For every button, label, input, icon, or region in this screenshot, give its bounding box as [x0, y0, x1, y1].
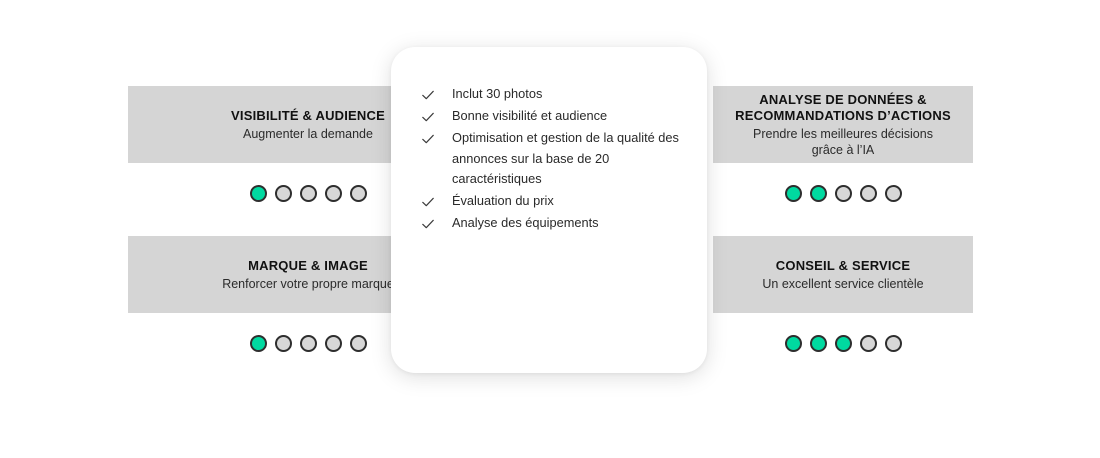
- feature-item: Inclut 30 photos: [421, 84, 685, 105]
- rating-dot-filled[interactable]: [249, 335, 267, 352]
- rating-dot-empty[interactable]: [324, 335, 342, 352]
- card-title: MARQUE & IMAGE: [248, 257, 368, 273]
- rating-dots-visibility[interactable]: [128, 185, 488, 202]
- rating-dot-filled[interactable]: [249, 185, 267, 202]
- rating-dot-empty[interactable]: [884, 335, 902, 352]
- check-icon: [421, 84, 452, 105]
- card-subtitle: Augmenter la demande: [243, 126, 373, 141]
- rating-dot-filled[interactable]: [809, 335, 827, 352]
- rating-dot-empty[interactable]: [274, 185, 292, 202]
- rating-dot-empty[interactable]: [299, 335, 317, 352]
- feature-label: Inclut 30 photos: [452, 86, 543, 101]
- card-header: ANALYSE DE DONNÉES & RECOMMANDATIONS D’A…: [713, 86, 973, 163]
- rating-dot-empty[interactable]: [349, 185, 367, 202]
- feature-card-service[interactable]: CONSEIL & SERVICE Un excellent service c…: [713, 236, 973, 352]
- rating-dot-empty[interactable]: [299, 185, 317, 202]
- rating-dot-filled[interactable]: [834, 335, 852, 352]
- rating-dot-empty[interactable]: [859, 335, 877, 352]
- card-header: CONSEIL & SERVICE Un excellent service c…: [713, 236, 973, 313]
- check-icon: [421, 128, 452, 149]
- rating-dot-empty[interactable]: [349, 335, 367, 352]
- rating-dot-empty[interactable]: [324, 185, 342, 202]
- feature-item: Bonne visibilité et audience: [421, 106, 685, 127]
- rating-dots-analysis[interactable]: [713, 185, 973, 202]
- rating-dots-service[interactable]: [713, 335, 973, 352]
- feature-item: Évaluation du prix: [421, 191, 685, 212]
- rating-dot-filled[interactable]: [784, 185, 802, 202]
- card-subtitle: Un excellent service clientèle: [762, 276, 924, 291]
- card-title: VISIBILITÉ & AUDIENCE: [231, 107, 385, 123]
- rating-dots-brand[interactable]: [128, 335, 488, 352]
- feature-item: Optimisation et gestion de la qualité de…: [421, 128, 685, 190]
- card-title: CONSEIL & SERVICE: [775, 257, 911, 273]
- rating-dot-empty[interactable]: [274, 335, 292, 352]
- rating-dot-filled[interactable]: [784, 335, 802, 352]
- feature-label: Optimisation et gestion de la qualité de…: [452, 130, 679, 186]
- card-subtitle: Renforcer votre propre marque: [222, 276, 394, 291]
- rating-dot-empty[interactable]: [884, 185, 902, 202]
- card-title: ANALYSE DE DONNÉES & RECOMMANDATIONS D’A…: [735, 91, 951, 123]
- feature-label: Bonne visibilité et audience: [452, 108, 608, 123]
- rating-dot-filled[interactable]: [809, 185, 827, 202]
- rating-dot-empty[interactable]: [859, 185, 877, 202]
- check-icon: [421, 191, 452, 212]
- feature-item: Analyse des équipements: [421, 213, 685, 234]
- feature-label: Évaluation du prix: [452, 192, 554, 208]
- feature-label: Analyse des équipements: [452, 214, 599, 230]
- check-icon: [421, 213, 452, 234]
- check-icon: [421, 106, 452, 127]
- card-subtitle: Prendre les meilleures décisions grâce à…: [753, 126, 933, 157]
- feature-card-analysis[interactable]: ANALYSE DE DONNÉES & RECOMMANDATIONS D’A…: [713, 86, 973, 202]
- rating-dot-empty[interactable]: [834, 185, 852, 202]
